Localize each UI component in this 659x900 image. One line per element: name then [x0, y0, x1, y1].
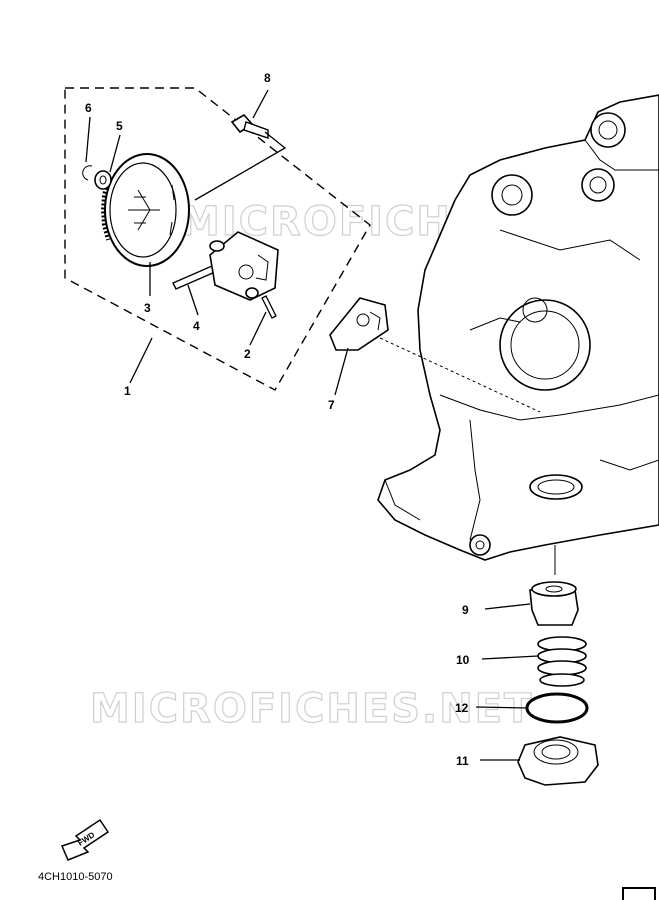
watermark-bottom: MICROFICHES.NET	[90, 686, 533, 732]
circlip	[82, 165, 93, 181]
o-ring	[525, 692, 589, 724]
callout-3: 3	[144, 301, 151, 315]
callout-2: 2	[244, 347, 251, 361]
spring	[537, 636, 587, 687]
alignment-line	[379, 337, 541, 413]
callout-5: 5	[116, 119, 123, 133]
bolt	[230, 113, 269, 139]
leader-lines	[85, 89, 539, 761]
corner-bracket	[622, 887, 656, 900]
callout-6: 6	[85, 101, 92, 115]
callout-4: 4	[193, 319, 200, 333]
callout-11: 11	[456, 754, 469, 768]
crankcase	[377, 94, 659, 575]
dowel-pin	[172, 265, 216, 290]
drain-plug	[517, 736, 599, 786]
callout-labels: 1 2 3 4 5 6 7 8 9 10 12 11	[85, 71, 470, 768]
callout-9: 9	[462, 603, 469, 617]
callout-10: 10	[456, 653, 470, 667]
oil-pump-body	[209, 231, 279, 301]
assembly-outline-dashed	[64, 87, 371, 391]
callout-7: 7	[328, 398, 335, 412]
fwd-arrow-icon: FWD	[60, 818, 110, 861]
pump-screw	[261, 295, 277, 319]
oil-pump-gear	[100, 153, 190, 267]
strainer-cap	[529, 581, 579, 626]
callout-12: 12	[455, 701, 469, 715]
callout-1: 1	[124, 384, 131, 398]
gasket	[329, 297, 389, 351]
bolt-guide-line	[194, 131, 287, 201]
diagram-code: 4CH1010-5070	[38, 871, 113, 883]
callout-8: 8	[264, 71, 271, 85]
